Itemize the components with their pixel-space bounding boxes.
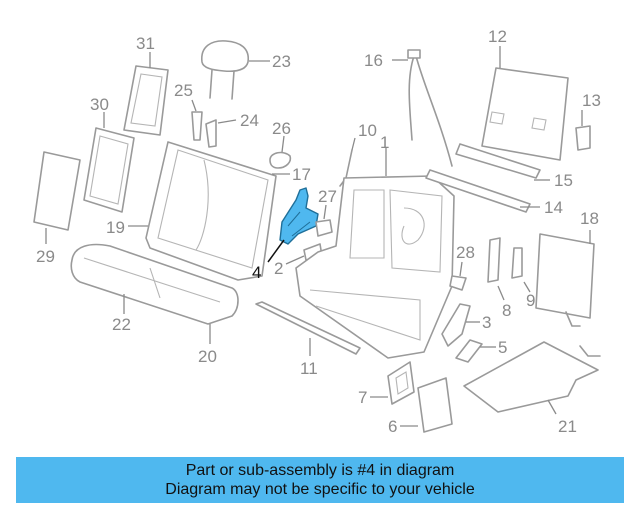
callout-12: 12 bbox=[488, 27, 507, 46]
part-23-headrest bbox=[201, 40, 270, 100]
part-16-cable bbox=[392, 49, 453, 167]
part-11-rail bbox=[255, 301, 361, 356]
seat-parts-diagram: 31 23 25 24 26 30 29 19 17 4 27 2 10 1 1… bbox=[33, 27, 601, 436]
part-5-cover bbox=[455, 339, 496, 363]
part-7-bracket bbox=[370, 361, 415, 405]
part-19-seatback bbox=[128, 141, 290, 281]
callout-22: 22 bbox=[112, 315, 131, 334]
part-3-cover bbox=[441, 303, 480, 347]
part-15-rail bbox=[455, 143, 550, 181]
callout-18: 18 bbox=[580, 209, 599, 228]
part-21-mat bbox=[463, 341, 601, 415]
callout-11: 11 bbox=[300, 359, 318, 378]
part-29-panel bbox=[33, 151, 81, 244]
callout-6: 6 bbox=[388, 417, 397, 436]
callout-13: 13 bbox=[582, 91, 601, 110]
part-13-latch bbox=[575, 110, 591, 151]
caption-line-2: Diagram may not be specific to your vehi… bbox=[165, 481, 475, 498]
callout-19: 19 bbox=[106, 218, 125, 237]
callout-24: 24 bbox=[240, 111, 259, 130]
part-1-seat-frame bbox=[295, 148, 455, 359]
callout-17: 17 bbox=[292, 165, 311, 184]
part-9-trim bbox=[511, 247, 531, 293]
part-22-cushion bbox=[70, 243, 239, 325]
part-12-seatback-panel bbox=[481, 46, 569, 161]
part-6-panel bbox=[400, 377, 453, 433]
callout-3: 3 bbox=[482, 313, 491, 332]
part-26-clip bbox=[269, 135, 292, 169]
callout-9: 9 bbox=[526, 291, 535, 310]
callout-14: 14 bbox=[544, 198, 563, 217]
part-30-panel bbox=[83, 112, 135, 213]
callout-21: 21 bbox=[558, 417, 577, 436]
callout-29: 29 bbox=[36, 247, 55, 266]
part-31-frame bbox=[123, 52, 169, 136]
part-8-trim bbox=[487, 237, 505, 301]
callout-31: 31 bbox=[136, 34, 155, 53]
callout-2: 2 bbox=[274, 259, 283, 278]
callout-8: 8 bbox=[502, 301, 511, 320]
callout-27: 27 bbox=[318, 187, 337, 206]
callout-7: 7 bbox=[358, 388, 367, 407]
callout-1: 1 bbox=[380, 133, 389, 152]
part-25-guide bbox=[191, 99, 203, 141]
callout-30: 30 bbox=[90, 95, 109, 114]
part-28-clip bbox=[449, 261, 467, 291]
callout-20: 20 bbox=[198, 347, 217, 366]
part-18-side-panel bbox=[535, 230, 595, 327]
caption-banner: Part or sub-assembly is #4 in diagram Di… bbox=[16, 457, 624, 503]
callout-10: 10 bbox=[358, 121, 377, 140]
callout-4[interactable]: 4 bbox=[252, 263, 261, 282]
caption-line-1: Part or sub-assembly is #4 in diagram bbox=[185, 462, 455, 479]
part-24-guide bbox=[205, 119, 237, 148]
part-27-bracket bbox=[315, 204, 333, 237]
callout-5: 5 bbox=[498, 338, 507, 357]
callout-23: 23 bbox=[272, 52, 291, 71]
callout-15: 15 bbox=[554, 171, 573, 190]
callout-16: 16 bbox=[364, 51, 383, 70]
callout-25: 25 bbox=[174, 81, 193, 100]
part-4-highlighted-bracket[interactable] bbox=[267, 187, 319, 263]
callout-26: 26 bbox=[272, 119, 291, 138]
callout-28: 28 bbox=[456, 243, 475, 262]
part-14-rail bbox=[425, 169, 540, 213]
